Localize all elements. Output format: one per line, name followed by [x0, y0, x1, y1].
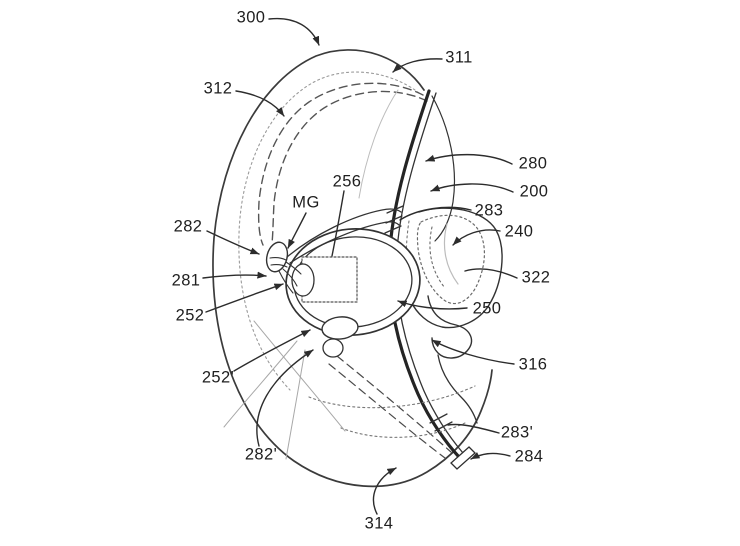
vent-ellipse-252p — [323, 339, 343, 357]
leader-300 — [269, 19, 319, 45]
ref-label-252: 252 — [176, 307, 205, 326]
leader-322 — [465, 269, 517, 278]
leader-252 — [206, 284, 283, 312]
leader-mg — [288, 213, 306, 248]
ref-label-256: 256 — [333, 173, 362, 192]
ref-label-252-prime: 252' — [202, 369, 234, 388]
leader-252p — [234, 330, 310, 371]
ref-label-250: 250 — [473, 300, 502, 319]
ref-label-314: 314 — [365, 515, 394, 534]
leader-316 — [432, 340, 514, 364]
knob-inner-faint-arc — [444, 224, 458, 284]
knob-inner-dotted-arc — [430, 227, 445, 288]
ref-label-283-prime: 283' — [501, 424, 533, 443]
lobe-dotted-arc-upper — [309, 386, 475, 408]
leader-314 — [373, 468, 396, 514]
ref-label-312: 312 — [204, 80, 233, 99]
device-body-group — [263, 209, 424, 357]
ref-label-mg: MG — [292, 194, 319, 213]
ref-label-316: 316 — [519, 356, 548, 375]
ref-label-311: 311 — [445, 49, 473, 68]
knob-240-dotted-outline — [417, 215, 484, 303]
ref-label-282: 282 — [174, 218, 203, 237]
ref-label-300: 300 — [237, 9, 266, 28]
ref-label-284: 284 — [515, 448, 544, 467]
dome-faint-arc — [359, 90, 398, 198]
leader-284 — [471, 453, 510, 459]
leader-282p — [257, 350, 313, 446]
leader-240 — [453, 230, 500, 245]
leader-200 — [431, 184, 513, 192]
ref-label-283: 283 — [475, 202, 504, 221]
strap-hidden-dashed-a — [337, 356, 451, 452]
leader-280 — [426, 155, 512, 164]
ref-label-280: 280 — [519, 155, 548, 174]
ref-label-200: 200 — [520, 183, 549, 202]
ref-label-322: 322 — [522, 269, 551, 288]
ref-label-282-prime: 282' — [245, 446, 277, 465]
helix-inner-right-curve — [432, 96, 454, 241]
below-hook-curve — [438, 355, 477, 423]
leader-282 — [207, 231, 259, 254]
ref-label-281: 281 — [172, 272, 201, 291]
lobe-faint-line-2 — [286, 350, 305, 459]
ref-label-240: 240 — [505, 223, 534, 242]
